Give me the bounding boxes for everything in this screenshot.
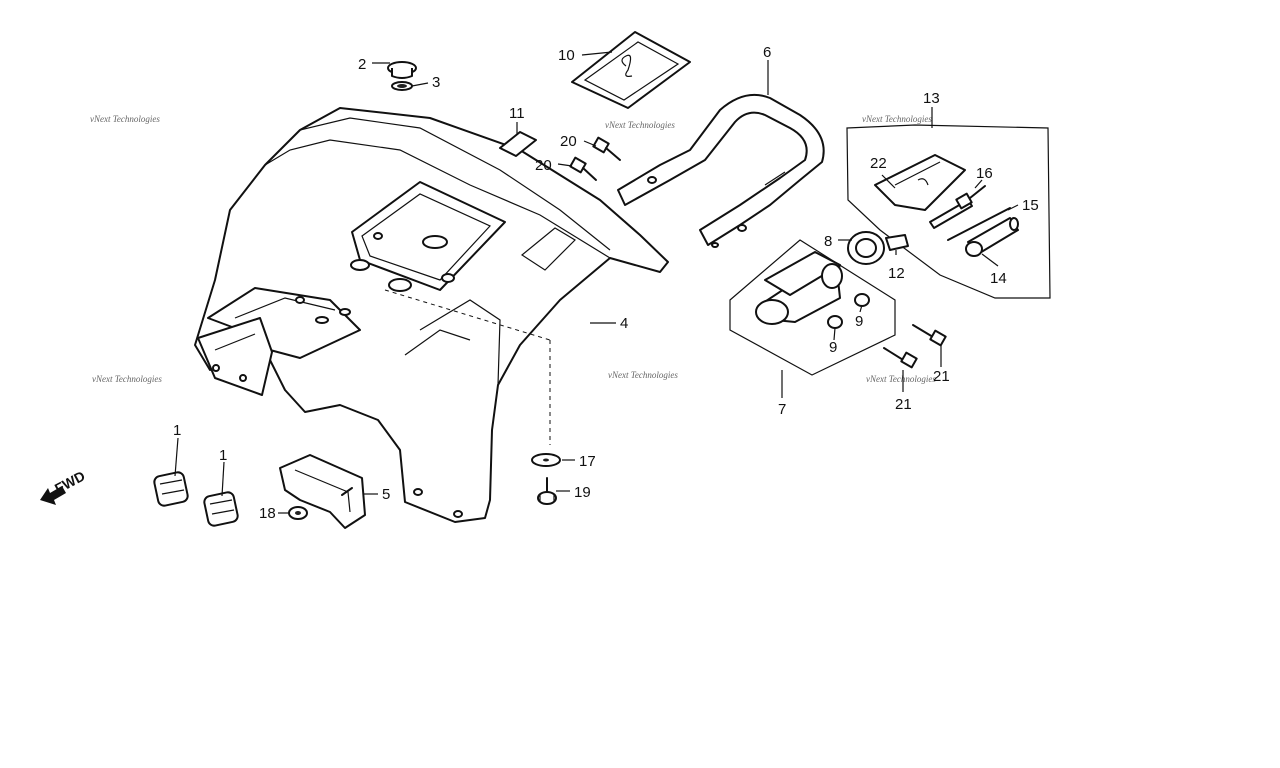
callout-14: 14	[990, 270, 1007, 287]
watermark-5: vNext Technologies	[92, 374, 162, 384]
leader-lines	[174, 51, 1019, 514]
tool-kit-drawing	[846, 124, 1051, 299]
watermark-8: vNext Technologies	[866, 374, 936, 384]
callout-9a: 9	[855, 313, 863, 330]
callout-3: 3	[432, 74, 440, 91]
callout-19: 19	[574, 484, 591, 501]
taillight-drawing	[729, 231, 909, 376]
washer-bolt-drawing	[531, 453, 561, 505]
callout-21a: 21	[933, 368, 950, 385]
bolts-20-drawing	[569, 136, 621, 181]
bolts-21-drawing	[883, 324, 947, 369]
callout-1a: 1	[173, 422, 181, 439]
callout-6: 6	[763, 44, 771, 61]
cushions-1-drawing	[153, 471, 239, 527]
callout-5: 5	[382, 486, 390, 503]
fwd-label: FWD	[52, 468, 88, 497]
callout-8: 8	[824, 233, 832, 250]
watermark-3: vNext Technologies	[605, 120, 675, 130]
watermark-7: vNext Technologies	[608, 370, 678, 380]
callout-22: 22	[870, 155, 887, 172]
callouts: 2 3 10 11 20 20 6 4 8 12 13 22 16 15 14 …	[173, 44, 1039, 522]
callout-20a: 20	[560, 133, 577, 150]
callout-10: 10	[558, 47, 575, 64]
watermark-4: vNext Technologies	[862, 114, 932, 124]
fwd-arrow: FWD	[40, 468, 88, 505]
callout-15: 15	[1022, 197, 1039, 214]
callout-1b: 1	[219, 447, 227, 464]
callout-21b: 21	[895, 396, 912, 413]
callout-17: 17	[579, 453, 596, 470]
callout-20b: 20	[535, 157, 552, 174]
cap-nut-drawing	[387, 61, 417, 91]
callout-11: 11	[509, 105, 525, 122]
callout-4: 4	[620, 315, 628, 332]
bracket-5-drawing	[279, 454, 366, 529]
nut-18-drawing	[288, 506, 308, 520]
callout-16: 16	[976, 165, 993, 182]
caution-label-drawing	[499, 131, 537, 157]
watermark-1: vNext Technologies	[90, 114, 160, 124]
fwd-arrow-icon	[40, 486, 66, 505]
rear-fender-drawing	[194, 107, 669, 523]
callout-12: 12	[888, 265, 905, 282]
callout-7: 7	[778, 401, 786, 418]
manual-bag-drawing	[571, 31, 691, 109]
callout-18: 18	[259, 505, 276, 522]
grab-bar-drawing	[617, 94, 825, 248]
callout-2: 2	[358, 56, 366, 73]
callout-13: 13	[923, 90, 940, 107]
callout-9b: 9	[829, 339, 837, 356]
